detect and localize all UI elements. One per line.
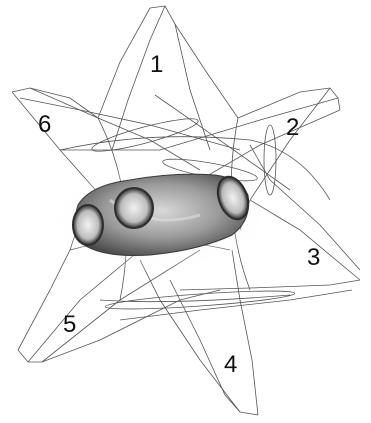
central-object: [45, 163, 275, 273]
label-1: 1: [150, 51, 163, 78]
label-2: 2: [286, 114, 299, 141]
label-5: 5: [63, 311, 76, 338]
label-4: 4: [224, 351, 237, 378]
label-3: 3: [307, 244, 320, 271]
label-6: 6: [38, 111, 51, 138]
